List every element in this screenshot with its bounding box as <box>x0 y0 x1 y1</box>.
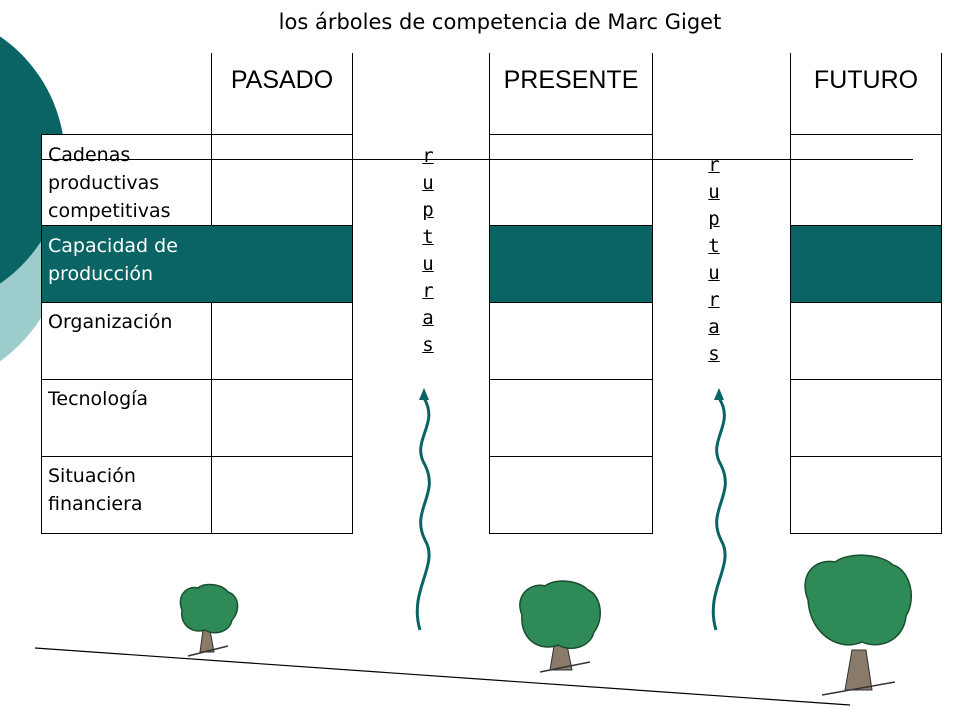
letter: r <box>422 280 434 302</box>
grid-cell-highlight <box>790 225 942 303</box>
header-border <box>790 53 791 135</box>
row-label-cadenas: Cadenas productivas competitivas <box>48 144 171 222</box>
horizontal-line <box>41 159 913 160</box>
letter: r <box>422 145 434 167</box>
row-label-situacion: Situación financiera <box>48 465 143 515</box>
row-label-cell <box>41 456 212 534</box>
row-label-capacidad: Capacidad de producción <box>48 235 178 285</box>
grid-cell <box>211 134 353 226</box>
rupturas-label-1: r u p t u r a s <box>418 143 438 359</box>
tree-small <box>179 583 239 657</box>
letter: s <box>708 343 720 365</box>
wavy-arrow-2 <box>711 397 727 631</box>
grid-cell <box>211 379 353 457</box>
arrow-head-1 <box>419 388 429 400</box>
row-label-cell <box>41 302 212 380</box>
row-highlight-cell <box>41 225 353 303</box>
column-header-futuro: FUTURO <box>813 66 919 94</box>
letter: r <box>708 289 720 311</box>
letter: u <box>422 172 434 194</box>
header-border <box>211 53 212 135</box>
row-label-cell <box>41 134 212 226</box>
letter: a <box>422 307 434 329</box>
grid-cell <box>790 302 942 380</box>
column-header-presente: PRESENTE <box>503 66 639 94</box>
grid-cell <box>489 302 653 380</box>
header-border <box>489 53 490 135</box>
row-label-organizacion: Organización <box>48 311 173 333</box>
ground-line <box>34 647 851 706</box>
header-border <box>352 53 353 135</box>
header-border <box>941 53 942 135</box>
tree-medium <box>519 580 601 673</box>
grid-cell <box>790 456 942 534</box>
letter: p <box>422 199 434 221</box>
grid-cell <box>211 302 353 380</box>
row-label-cell <box>41 379 212 457</box>
grid-cell <box>790 134 942 226</box>
grid-cell <box>489 379 653 457</box>
letter: r <box>708 154 720 176</box>
arrow-head-2 <box>714 388 724 400</box>
letter: a <box>708 316 720 338</box>
page-title: los árboles de competencia de Marc Giget <box>278 10 722 34</box>
letter: t <box>708 235 720 257</box>
tree-large <box>804 554 913 696</box>
letter: t <box>422 226 434 248</box>
grid-cell <box>489 134 653 226</box>
grid-cell <box>790 379 942 457</box>
letter: p <box>708 208 720 230</box>
wavy-arrow-1 <box>415 397 431 631</box>
column-header-pasado: PASADO <box>230 66 334 94</box>
header-border <box>652 53 653 135</box>
letter: s <box>422 334 434 356</box>
letter: u <box>422 253 434 275</box>
grid-cell <box>211 456 353 534</box>
row-label-tecnologia: Tecnología <box>48 388 149 410</box>
letter: u <box>708 262 720 284</box>
grid-cell-highlight <box>489 225 653 303</box>
letter: u <box>708 181 720 203</box>
divider <box>211 225 212 303</box>
grid-cell <box>489 456 653 534</box>
rupturas-label-2: r u p t u r a s <box>704 152 724 368</box>
